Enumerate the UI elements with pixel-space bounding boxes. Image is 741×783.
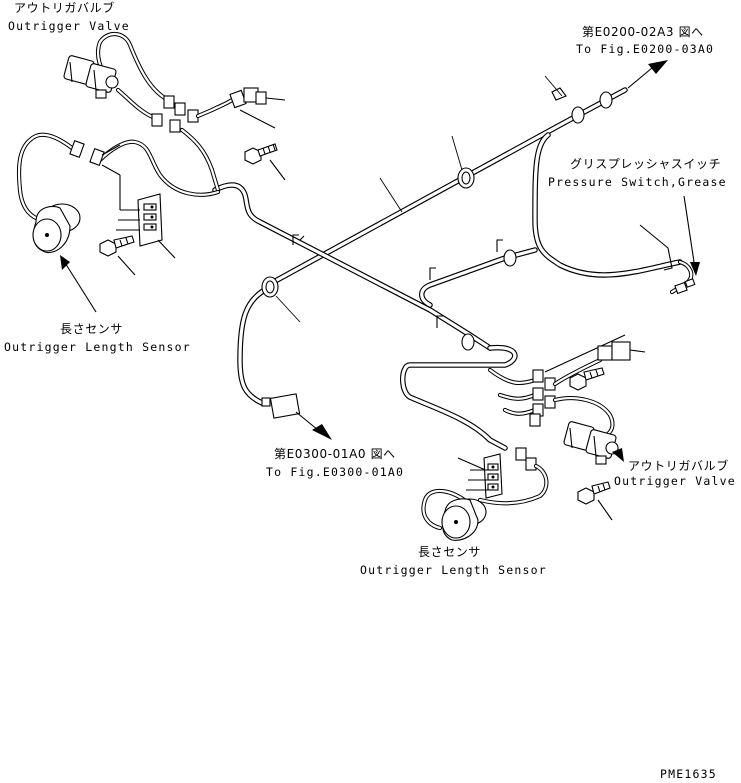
text-labels: アウトリガバルブ Outrigger Valve 第E0200-02A3 図へ … — [4, 0, 736, 781]
ref-bottom-label-jp: 第E0300-01A0 図へ — [274, 447, 396, 461]
bottom-ref-connector — [261, 393, 332, 440]
grease-pressure-switch — [639, 195, 700, 295]
outrigger-valve-right — [552, 396, 624, 465]
harness-grommets — [261, 87, 613, 351]
valve-top-label-en: Outrigger Valve — [8, 19, 130, 33]
ref-top-label-jp: 第E0200-02A3 図へ — [582, 25, 704, 39]
valve-right-label-jp: アウトリガバルブ — [628, 458, 729, 473]
top-center-connectors — [179, 87, 286, 193]
sensor-left-label-en: Outrigger Length Sensor — [4, 340, 191, 354]
valve-right-label-en: Outrigger Valve — [614, 474, 736, 488]
ref-bottom-label-en: To Fig.E0300-01A0 — [266, 465, 404, 479]
sensor-bottom-label-jp: 長さセンサ — [418, 545, 481, 559]
bottom-terminal-strip — [457, 447, 549, 506]
terminal-strip-left — [116, 193, 176, 259]
drawing-code: PME1635 — [660, 767, 717, 781]
main-harness — [212, 87, 683, 451]
sensor-bottom-label-en: Outrigger Length Sensor — [360, 563, 547, 577]
sensor-left-label-jp: 長さセンサ — [60, 322, 123, 336]
outrigger-valve-top-left — [63, 32, 186, 133]
bolt-left — [99, 235, 136, 276]
length-sensor-bottom — [421, 488, 487, 541]
switch-label-jp: グリスプレッシャスイッチ — [570, 157, 721, 171]
length-sensor-left — [32, 203, 97, 313]
top-ref-arrow — [627, 60, 668, 89]
ref-top-label-en: To Fig.E0200-03A0 — [576, 42, 714, 56]
valve-top-label-jp: アウトリガバルブ — [14, 0, 115, 15]
bolt-top-center — [244, 143, 286, 181]
leader-lines — [275, 75, 563, 323]
bolt-bottom-right — [577, 481, 613, 521]
switch-label-en: Pressure Switch,Grease — [548, 175, 727, 189]
left-sensor-wire — [16, 132, 221, 223]
